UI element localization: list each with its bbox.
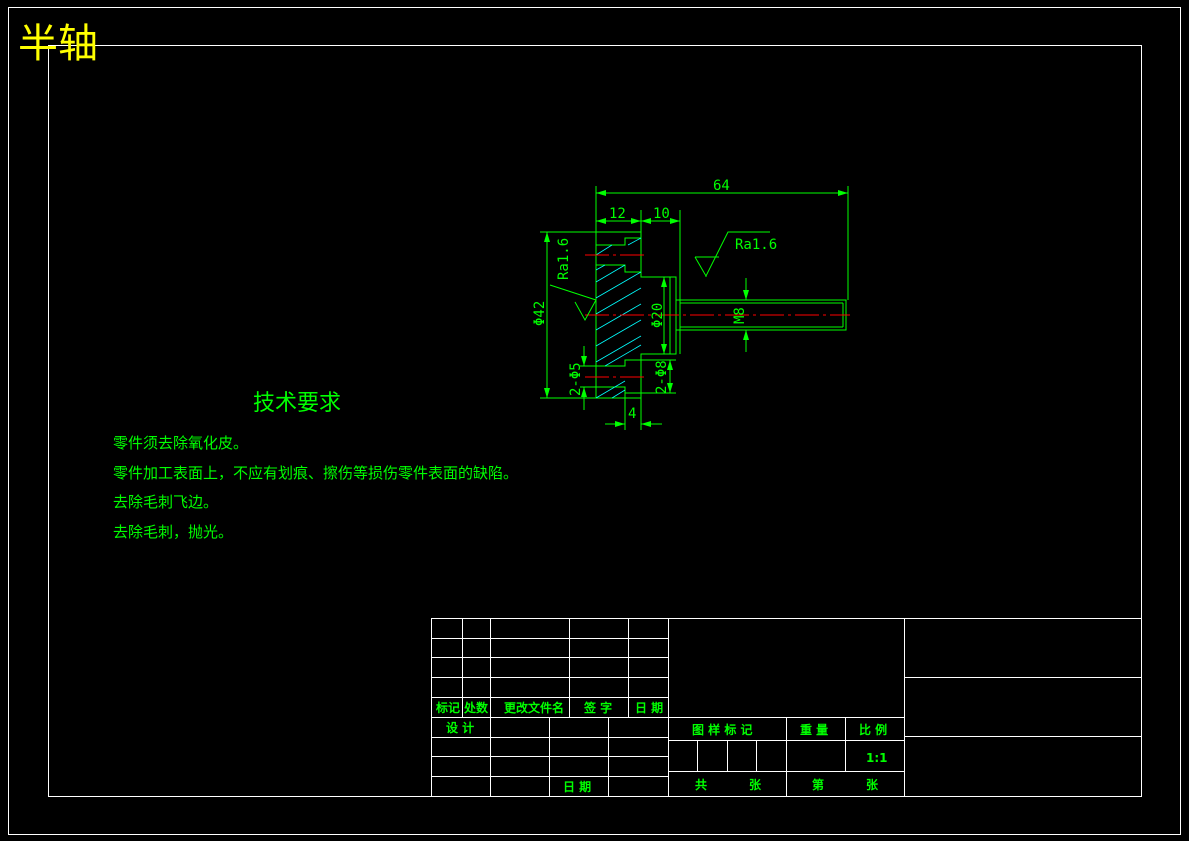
dim-flange-diameter: Φ42: [532, 301, 548, 326]
tb-weight: 重 量: [800, 722, 828, 737]
dim-thread: M8: [732, 307, 748, 324]
dim-hole-small: 2-Φ5: [568, 362, 584, 396]
dim-shaft-diameter: Φ20: [650, 303, 666, 328]
tb-scale-label: 比 例: [859, 722, 887, 737]
tb-scale-value: 1:1: [866, 751, 888, 765]
dim-flange-width: 12: [609, 206, 626, 222]
center-lines: [585, 254, 850, 378]
dimension-lines: [540, 186, 849, 430]
requirement-item: 去除毛刺，抛光。: [113, 523, 233, 541]
requirements-heading: 技术要求: [253, 391, 341, 416]
drawing-title: 半轴: [18, 21, 98, 67]
section-hatch: [595, 237, 642, 399]
tb-date: 日 期: [635, 700, 663, 715]
dim-hole-depth: 4: [628, 406, 636, 422]
requirement-item: 零件须去除氧化皮。: [113, 434, 248, 452]
title-block: [431, 618, 1142, 797]
tb-date2: 日 期: [563, 779, 591, 794]
dim-overall-length: 64: [713, 178, 730, 194]
tb-mark: 标记: [435, 700, 460, 715]
tb-sheet-unit: 张: [866, 777, 879, 792]
tb-sheet-no: 第: [812, 777, 824, 792]
roughness-right: Ra1.6: [735, 237, 777, 253]
inner-frame: [48, 45, 1142, 797]
tb-drawing-mark: 图 样 标 记: [692, 722, 753, 737]
tb-design: 设 计: [446, 720, 474, 735]
tb-change-doc: 更改文件名: [504, 700, 564, 715]
requirement-item: 去除毛刺飞边。: [113, 493, 218, 511]
tb-count: 处数: [463, 700, 489, 715]
dim-hole-large: 2-Φ8: [654, 360, 670, 394]
tb-sheets: 张: [749, 777, 762, 792]
outer-frame: [8, 7, 1181, 835]
roughness-left: Ra1.6: [556, 238, 572, 280]
dim-step-width: 10: [653, 206, 670, 222]
tb-total: 共: [695, 777, 707, 792]
tb-signature: 签 字: [583, 700, 612, 715]
requirement-item: 零件加工表面上，不应有划痕、擦伤等损伤零件表面的缺陷。: [113, 464, 518, 482]
